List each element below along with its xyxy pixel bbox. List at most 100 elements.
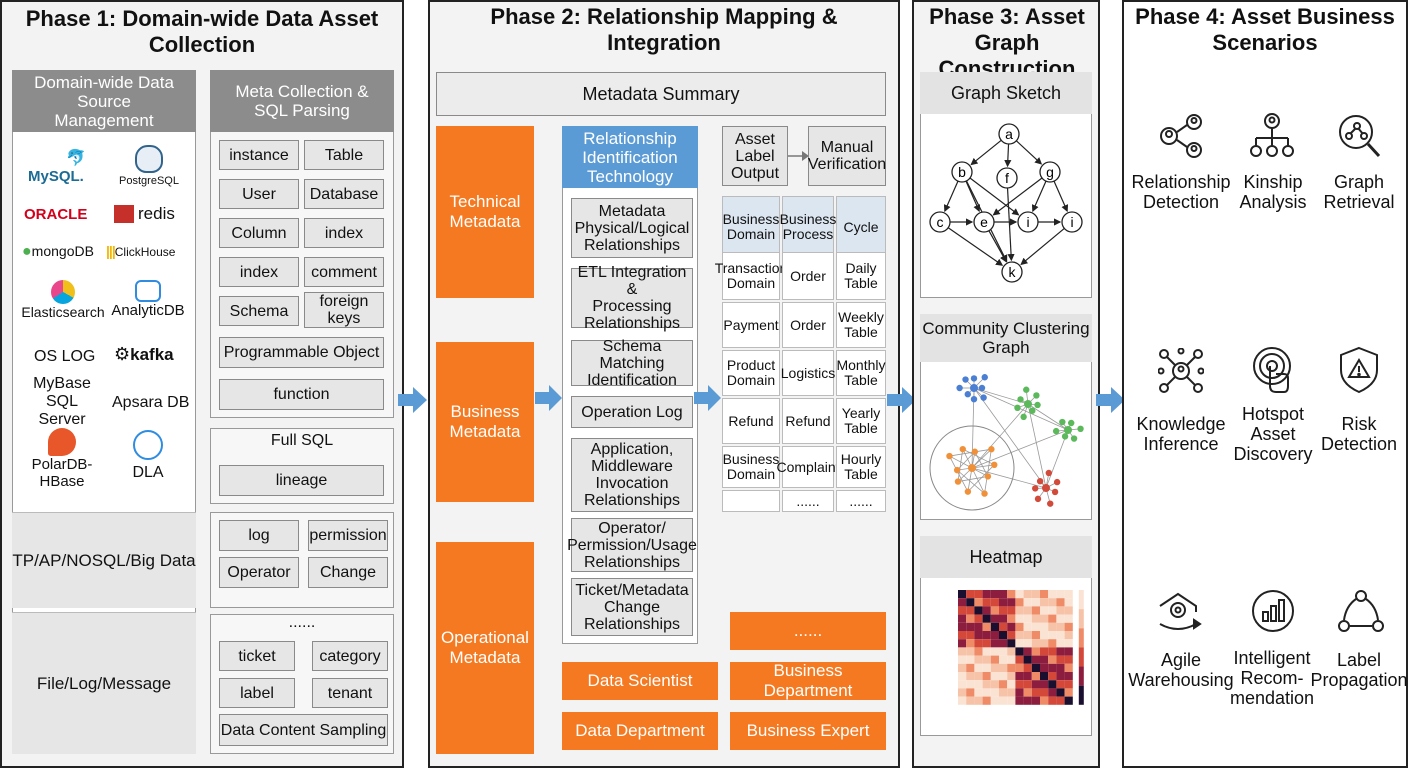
heatmap-cell xyxy=(1048,688,1057,697)
heatmap-cell xyxy=(1015,639,1024,648)
community-node xyxy=(1077,425,1084,433)
community-node xyxy=(980,394,987,401)
polardb-logo: PolarDB- HBase xyxy=(22,428,102,490)
scenario-risk-detection: Risk Detection xyxy=(1320,414,1398,454)
heatmap-cell xyxy=(982,622,991,631)
community-node xyxy=(984,473,992,480)
tech-schema-matching: Schema Matching Identification xyxy=(571,338,693,389)
community-edge xyxy=(973,387,1069,431)
graph-edge xyxy=(1004,143,1012,168)
heatmap-cell xyxy=(1007,598,1016,607)
heatmap-cell xyxy=(974,614,983,623)
community-node xyxy=(954,478,962,485)
community-node xyxy=(1020,413,1027,421)
agile-warehousing-icon xyxy=(1159,592,1202,630)
heatmap-cell xyxy=(1056,672,1065,681)
heatmap-cell xyxy=(1056,598,1065,607)
heatmap-cell xyxy=(999,614,1008,623)
community-edge xyxy=(971,403,1029,469)
heatmap-cell xyxy=(1007,647,1016,656)
table-cell: Product Domain xyxy=(722,350,780,396)
heatmap-cell xyxy=(958,614,967,623)
table-cell: Order xyxy=(782,302,834,348)
graph-edge xyxy=(1006,187,1015,262)
heatmap-cell xyxy=(1064,614,1073,623)
heatmap-cell xyxy=(1031,672,1040,681)
heatmap-cell xyxy=(1031,590,1040,599)
role-data-department: Data Department xyxy=(562,712,718,750)
table-cell: Transaction Domain xyxy=(715,252,787,300)
heatmap-cell xyxy=(1064,655,1073,664)
heatmap-cell xyxy=(1031,663,1040,672)
heatmap-cell xyxy=(1048,598,1057,607)
heatmap-cell xyxy=(999,639,1008,648)
heatmap-cell xyxy=(966,680,975,689)
heatmap-cell xyxy=(958,598,967,607)
heatmap-cell xyxy=(1023,614,1032,623)
graph-sketch-title: Graph Sketch xyxy=(920,72,1092,114)
tenant-box: tenant xyxy=(312,678,388,708)
graph-node xyxy=(996,167,1018,189)
operational-metadata: Operational Metadata xyxy=(436,542,534,754)
analyticdb-logo: AnalyticDB xyxy=(108,280,188,319)
full-sql-label: Full SQL xyxy=(270,432,334,449)
heatmap xyxy=(958,590,1084,705)
heatmap-cell xyxy=(966,598,975,607)
heatmap-cell xyxy=(1064,622,1073,631)
heatmap-cell xyxy=(1048,622,1057,631)
heatmap-cell xyxy=(1056,639,1065,648)
table-cell: Business Domain xyxy=(722,446,780,488)
graph-node-label: g xyxy=(1046,164,1054,180)
phase-4-title: Phase 4: Asset Business Scenarios xyxy=(1135,4,1395,55)
heatmap-cell xyxy=(1048,680,1057,689)
graph-edge xyxy=(1015,140,1043,165)
heatmap-cell xyxy=(990,688,999,697)
heatmap-cell xyxy=(966,663,975,672)
dla-logo: DLA xyxy=(118,430,178,482)
heatmap-scale-step xyxy=(1078,685,1084,705)
heatmap-cell xyxy=(966,696,975,705)
community-node xyxy=(1068,419,1075,427)
meta-comment: comment xyxy=(304,257,384,287)
heatmap-cell xyxy=(1040,663,1049,672)
arrow-phase2-to-3 xyxy=(887,387,916,413)
heatmap-cell xyxy=(1056,614,1065,623)
heatmap-cell xyxy=(1023,696,1032,705)
community-edge xyxy=(971,429,1069,469)
heatmap-cell xyxy=(1048,696,1057,705)
heatmap-cell xyxy=(999,647,1008,656)
heatmap-cell xyxy=(966,606,975,615)
heatmap-cell xyxy=(999,598,1008,607)
heatmap-cell xyxy=(1048,663,1057,672)
data-source-header: Domain-wide Data Source Management xyxy=(12,70,196,132)
role-business-expert: Business Expert xyxy=(730,712,886,750)
scenario-label-propagation: Label Propagation xyxy=(1310,650,1408,690)
meta-column: Column xyxy=(219,218,299,248)
heatmap-cell xyxy=(1023,590,1032,599)
label-box: label xyxy=(219,678,295,708)
graph-node-label: i xyxy=(1026,214,1029,230)
heatmap-cell xyxy=(1040,590,1049,599)
heatmap-cell xyxy=(1023,647,1032,656)
graph-edge xyxy=(969,177,1020,216)
heatmap-scale-step xyxy=(1078,609,1084,629)
heatmap-cell xyxy=(1007,639,1016,648)
manual-verification: Manual Verification xyxy=(808,126,886,186)
graph-node xyxy=(1039,161,1061,183)
heatmap-cell xyxy=(1023,606,1032,615)
heatmap-cell xyxy=(1040,622,1049,631)
heatmap-cell xyxy=(1031,631,1040,640)
heatmap-cell xyxy=(990,614,999,623)
table-header-cell: Cycle xyxy=(836,196,886,258)
heatmap-cell xyxy=(966,647,975,656)
heatmap-cell xyxy=(966,614,975,623)
heatmap-cell xyxy=(1031,680,1040,689)
scenario-graph-retrieval: Graph Retrieval xyxy=(1323,172,1395,212)
heatmap-cell xyxy=(974,639,983,648)
heatmap-cell xyxy=(999,606,1008,615)
heatmap-cell xyxy=(1040,672,1049,681)
community-node xyxy=(946,452,953,460)
heatmap-cell xyxy=(990,590,999,599)
mysql-logo: MySQL.🐬 xyxy=(28,150,86,185)
